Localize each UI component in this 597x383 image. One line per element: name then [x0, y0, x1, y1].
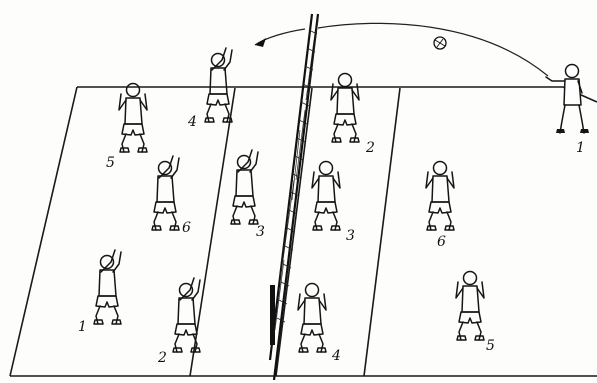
label-left-2: 2 — [157, 350, 167, 366]
player-right-3 — [312, 162, 340, 231]
player-left-3 — [231, 150, 258, 224]
label-right-4: 4 — [331, 348, 341, 364]
ball-trajectory — [255, 23, 548, 76]
ball-icon — [434, 37, 446, 49]
label-left-4: 4 — [187, 114, 197, 130]
label-right-2: 2 — [365, 140, 375, 156]
player-right-4 — [298, 284, 326, 353]
player-left-2 — [173, 278, 200, 352]
player-right-5 — [456, 272, 484, 341]
player-serve — [546, 65, 589, 134]
label-right-3: 3 — [346, 228, 355, 244]
label-left-5: 5 — [106, 155, 115, 171]
label-right-5: 5 — [486, 338, 495, 354]
label-serve-1: 1 — [576, 140, 585, 156]
player-right-2 — [331, 74, 359, 143]
net — [270, 14, 318, 380]
player-right-6 — [426, 162, 454, 231]
player-left-1 — [94, 250, 121, 324]
label-left-6: 6 — [182, 220, 191, 236]
player-left-5 — [119, 84, 147, 153]
label-right-6: 6 — [437, 234, 446, 250]
label-left-3: 3 — [256, 224, 265, 240]
player-left-6 — [152, 156, 179, 230]
label-left-1: 1 — [78, 319, 87, 335]
player-left-4 — [205, 48, 232, 122]
